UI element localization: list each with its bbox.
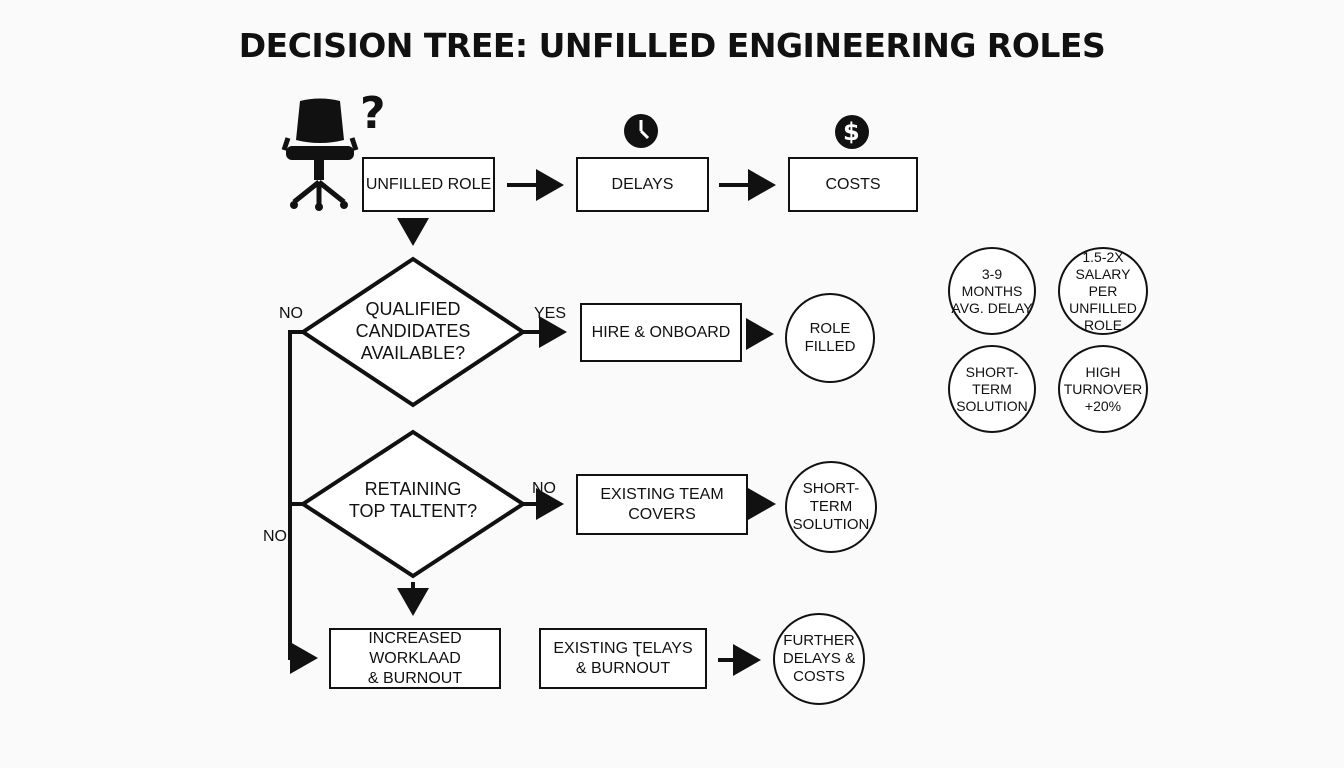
qualified-text: QUALIFIED CANDIDATES AVAILABLE? xyxy=(323,298,503,364)
yes-label: YES xyxy=(534,305,567,322)
stat-short-line-2: SOLUTION xyxy=(956,397,1028,414)
hire-onboard-box: HIRE & ONBOARD xyxy=(580,303,742,362)
role-filled-line-2: FILLED xyxy=(804,338,856,355)
no-label-retaining: NO xyxy=(532,480,556,497)
retaining-line-2: TOP TALTENT? xyxy=(348,501,478,521)
further-delays-circle: FURTHER DELAYS & COSTS xyxy=(773,613,865,705)
further-line-3: COSTS xyxy=(793,668,845,685)
stat-salary-line-4: ROLE xyxy=(1083,316,1123,333)
delays-box: DELAYS xyxy=(576,157,709,212)
stat-turnover-line-1: HIGH xyxy=(1085,363,1121,380)
existing-team-line-1: EXISTING TEAM xyxy=(600,485,724,503)
existing-delays-line-1: EXISTING ƮELAYS xyxy=(553,639,693,657)
stat-salary-line-3: UNFILLED xyxy=(1069,299,1137,316)
stat-turnover-line-2: TURNOVER xyxy=(1063,380,1143,397)
stat-circle-short-term: SHORT-TERM SOLUTION xyxy=(948,345,1036,433)
unfilled-role-box: UNFILLED ROLE xyxy=(362,157,495,212)
further-line-2: DELAYS & xyxy=(782,650,856,667)
retaining-text: RETAINING TOP TALTENT? xyxy=(323,478,503,522)
role-filled-line-1: ROLE xyxy=(809,320,851,337)
retaining-diamond xyxy=(299,429,527,579)
qualified-line-1: QUALIFIED xyxy=(365,299,461,319)
stat-delay-line-2: AVG. DELAY xyxy=(951,299,1033,316)
existing-delays-box: EXISTING ƮELAYS & BURNOUT xyxy=(539,628,707,689)
dollar-icon: $ xyxy=(843,118,860,146)
retaining-line-1: RETAINING xyxy=(364,479,462,499)
clock-icon xyxy=(624,114,658,148)
existing-team-box: EXISTING TEAM COVERS xyxy=(576,474,748,535)
hire-onboard-label: HIRE & ONBOARD xyxy=(591,323,731,341)
dollar-icon-bg xyxy=(835,115,869,149)
question-mark-icon: ? xyxy=(360,88,386,139)
diagram-title: DECISION TREE: UNFILLED ENGINEERING ROLE… xyxy=(238,26,1106,65)
stat-short-line-1: SHORT-TERM xyxy=(965,363,1019,397)
qualified-diamond xyxy=(299,256,527,408)
qualified-line-3: AVAILABLE? xyxy=(360,343,466,363)
workload-line-2: & BURNOUT xyxy=(367,669,463,687)
stat-delay-line-1: 3-9 MONTHS xyxy=(961,265,1023,299)
no-label-lower: NO xyxy=(263,528,287,545)
workload-line-1: INCREASED WORKLAAD xyxy=(368,629,462,667)
increased-workload-box: INCREASED WORKLAAD & BURNOUT xyxy=(329,628,501,689)
delays-label: DELAYS xyxy=(611,175,674,193)
stat-circle-turnover: HIGH TURNOVER +20% xyxy=(1058,345,1148,433)
role-filled-circle: ROLE FILLED xyxy=(785,293,875,383)
short-term-line-2: SOLUTION xyxy=(792,516,870,533)
existing-team-line-2: COVERS xyxy=(628,505,696,523)
stat-salary-line-2: SALARY PER xyxy=(1075,265,1131,299)
costs-label: COSTS xyxy=(825,175,881,193)
stat-turnover-line-3: +20% xyxy=(1084,397,1122,414)
office-chair-icon xyxy=(281,98,359,211)
no-label-qualified: NO xyxy=(279,305,303,322)
unfilled-role-label: UNFILLED ROLE xyxy=(365,175,492,193)
stat-circle-salary: 1.5-2X SALARY PER UNFILLED ROLE xyxy=(1058,247,1148,335)
stat-circle-delay: 3-9 MONTHS AVG. DELAY xyxy=(948,247,1036,335)
no-path-line xyxy=(288,330,318,674)
stat-salary-line-1: 1.5-2X xyxy=(1082,248,1124,265)
short-term-line-1: SHORT-TERM xyxy=(802,480,860,515)
further-line-1: FURTHER xyxy=(783,632,855,649)
qualified-line-2: CANDIDATES xyxy=(355,321,471,341)
costs-box: COSTS xyxy=(788,157,918,212)
existing-delays-line-2: & BURNOUT xyxy=(575,659,671,677)
short-term-circle: SHORT-TERM SOLUTION xyxy=(785,461,877,553)
